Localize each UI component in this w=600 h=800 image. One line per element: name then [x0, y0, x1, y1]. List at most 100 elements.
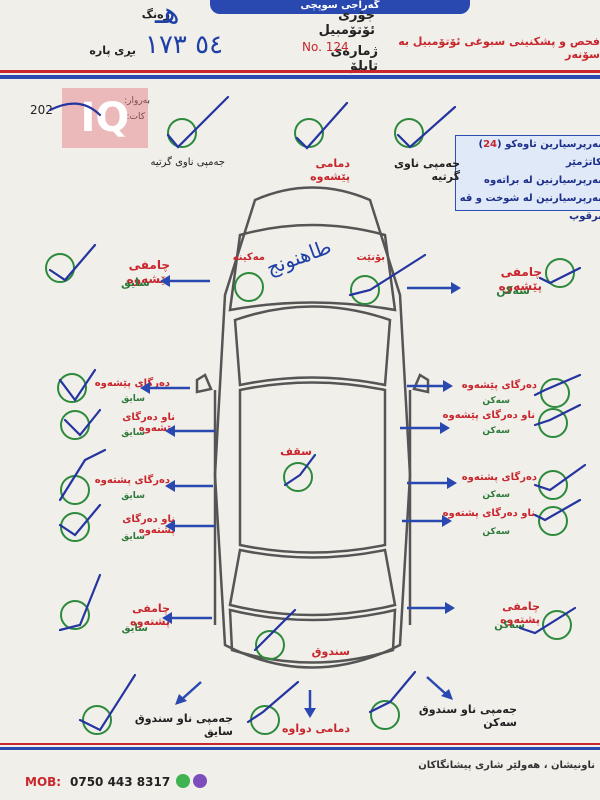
- label-trunk-inner-left: جەمپی ناو سندوق سایق: [134, 712, 233, 738]
- label-door-rear-right-inner: ناو دەرگای پشتەوە: [442, 508, 535, 519]
- label-door-rear-right-sub: سەکن: [482, 490, 510, 500]
- check-circle-door-rear-right-inner[interactable]: [538, 506, 568, 536]
- whatsapp-icon: [176, 774, 190, 788]
- check-circle-door-front-left[interactable]: [57, 373, 87, 403]
- check-circle-door-rear-right[interactable]: [538, 470, 568, 500]
- footer-address: ناونیشان ، هەولێر شاری پیشانگاکان: [418, 760, 595, 771]
- label-front-bumper-back: جەمپی ناوی گرتیە: [393, 157, 460, 183]
- viber-icon: [193, 774, 207, 788]
- check-circle-door-rear-left-inner[interactable]: [60, 512, 90, 542]
- check-circle-engine[interactable]: [234, 272, 264, 302]
- label-front-bumper: دمامی پێشەوە: [310, 157, 350, 183]
- label-front-fender-left: چامفی پێشەوە: [126, 258, 170, 286]
- label-bonnet: بۆنێت: [356, 252, 385, 263]
- label-door-rear-left-inner-sub: سایق: [121, 532, 145, 542]
- doc-number: No. 124: [302, 40, 349, 54]
- mirror-left: [195, 373, 213, 394]
- label-trunk-inner-right: جەمپی ناو سندوق سەکن: [418, 703, 517, 729]
- check-mark: [58, 573, 102, 632]
- arrow-rear-bumper: [304, 690, 316, 718]
- check-mark: [78, 673, 137, 732]
- arrow-door-rear-right: [407, 477, 457, 489]
- header-blue-line: [0, 75, 600, 79]
- label-trunk: سندوق: [311, 645, 350, 658]
- label-front-fender-right-sub: سەکن: [496, 284, 530, 297]
- check-circle-roof[interactable]: [283, 462, 313, 492]
- arrow-door-front-left-inner: [165, 425, 215, 437]
- arrow-trunk-inner-left: [175, 681, 202, 705]
- label-rear-bumper-back: جەمپی ناوی گرتیە: [150, 157, 225, 168]
- check-mark: [368, 670, 417, 714]
- check-mark: [538, 266, 582, 285]
- label-door-front-left-inner-sub: سایق: [121, 428, 145, 438]
- label-door-rear-left-inner: ناو دەرگای پشتەوە: [122, 514, 175, 536]
- label-door-front-right-inner: ناو دەرگای پێشەوە: [442, 410, 535, 421]
- check-circle-trunk-inner-left[interactable]: [82, 705, 112, 735]
- label-door-front-right-sub: سەکن: [482, 396, 510, 406]
- label-rear-fender-right: چامفی پشتەوە: [500, 600, 540, 626]
- arrow-rear-fender-left: [162, 612, 212, 624]
- car-roof: [238, 381, 387, 554]
- label-door-front-left-inner: ناو دەرگای پێشەوە: [122, 412, 175, 434]
- watermark-logo: IQ: [62, 88, 148, 148]
- check-mark: [253, 608, 297, 652]
- check-circle-front-fender-right[interactable]: [545, 258, 575, 288]
- footer-mob-number: 0750 443 8317: [70, 775, 171, 789]
- info-line-3: بەرپرسیارنین لە شوخت و قە برقوپ: [459, 193, 600, 222]
- label-door-rear-right: دەرگای پشتەوە: [461, 472, 537, 483]
- label-engine: مەکینە: [232, 252, 265, 263]
- check-circle-rear-bumper-back[interactable]: [167, 118, 197, 148]
- check-mark: [396, 105, 457, 149]
- check-circle-bonnet[interactable]: [350, 275, 380, 305]
- check-mark: [58, 448, 107, 502]
- footer-red-line: [0, 743, 600, 745]
- label-rear-fender-left-sub: سایق: [121, 623, 148, 634]
- check-mark: [63, 408, 102, 437]
- handwriting-plate: ٥٤ ١٧٣: [145, 30, 224, 60]
- time-label: کات:: [126, 112, 145, 122]
- label-roof: سقف: [280, 445, 312, 458]
- car-type-label: جۆری ئۆتۆمبیل: [318, 8, 375, 38]
- label-door-front-left-sub: سایق: [121, 394, 145, 404]
- check-circle-rear-fender-left[interactable]: [60, 600, 90, 630]
- header-red-line: [0, 70, 600, 73]
- arrow-door-rear-right-inner: [402, 515, 452, 527]
- date-label: بەروار:: [124, 96, 150, 106]
- check-mark: [295, 101, 349, 150]
- footer-blue-line: [0, 747, 600, 750]
- arrow-left-front-fender: [160, 275, 210, 287]
- header-banner: گەراجی سوپچی: [210, 0, 470, 14]
- header-title: گەراجی سوپچی: [300, 0, 380, 11]
- arrow-door-front-right: [407, 380, 453, 392]
- arrow-door-rear-left: [165, 480, 213, 492]
- label-door-rear-left: دەرگای پشتەوە: [94, 475, 170, 486]
- check-mark: [246, 680, 300, 724]
- check-circle-trunk-inner-right[interactable]: [370, 700, 400, 730]
- label-door-rear-right-inner-sub: سەکن: [482, 527, 510, 537]
- check-mark: [166, 95, 230, 149]
- header-subtitle: فحص و پشکنینی سبوغی ئۆتۆمبیل بە سۆنەر: [398, 35, 600, 61]
- check-circle-rear-fender-right[interactable]: [542, 610, 572, 640]
- car-rear-window: [228, 548, 397, 617]
- label-rear-fender-right-sub: سەکن: [494, 620, 525, 631]
- check-mark: [283, 453, 317, 487]
- info-line-2: بەرپرسیارنین لە براتەوە: [484, 175, 600, 186]
- handwriting-car-type: هـ: [155, 0, 180, 31]
- check-mark: [58, 503, 102, 537]
- label-door-front-right: دەرگای پێشەوە: [461, 380, 537, 391]
- arrow-door-rear-left-inner: [165, 520, 215, 532]
- car-windshield: [233, 305, 392, 387]
- check-mark: [533, 403, 582, 427]
- arrow-door-front-right-inner: [400, 422, 450, 434]
- label-front-fender-left-sub: سایق: [121, 276, 150, 289]
- color-label: رەنگ: [141, 8, 170, 21]
- label-rear-fender-left: چامفی پشتەوە: [130, 602, 170, 628]
- label-rear-bumper: دمامی دواوە: [282, 722, 350, 735]
- info-line-1: بەرپرسیارین تاوەکو (24) کاتژمێر: [478, 139, 600, 168]
- check-mark: [518, 606, 577, 635]
- check-circle-trunk[interactable]: [255, 630, 285, 660]
- check-mark: [48, 243, 97, 282]
- label-door-front-right-inner-sub: سەکن: [482, 426, 510, 436]
